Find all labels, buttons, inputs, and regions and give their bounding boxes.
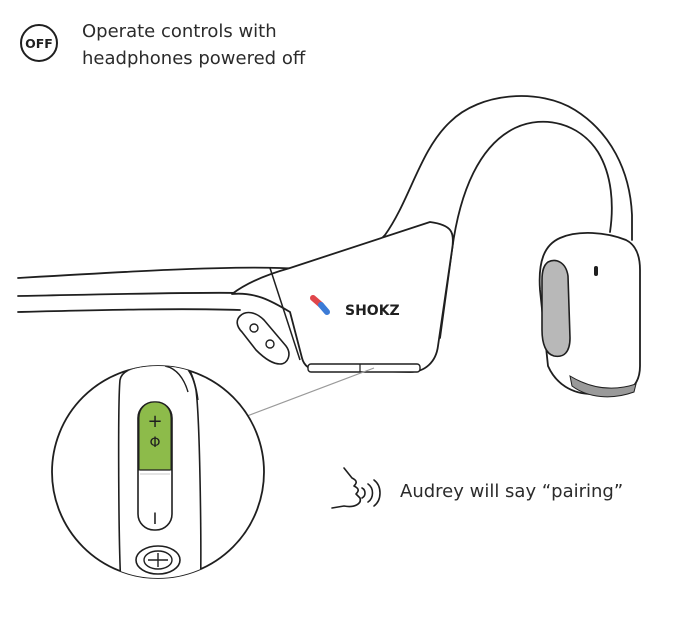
power-off-icon: OFF xyxy=(20,24,58,62)
zoom-magnifier xyxy=(51,365,265,579)
volume-up-symbol: + xyxy=(147,411,162,432)
instruction-line-1: Operate controls with xyxy=(82,21,277,42)
voice-prompt-icon xyxy=(331,467,381,509)
headphone-body xyxy=(231,221,454,373)
body-seam xyxy=(269,267,301,361)
side-rocker-buttons xyxy=(236,311,290,365)
right-earpiece xyxy=(538,232,641,398)
instruction-text: Operate controls with headphones powered… xyxy=(82,18,402,72)
brand-name: SHOKZ xyxy=(345,303,400,319)
instruction-line-2: headphones powered off xyxy=(82,48,306,69)
headphone-band xyxy=(17,95,633,339)
power-off-badge-label: OFF xyxy=(25,35,53,51)
power-symbol: Φ xyxy=(149,435,160,451)
volume-down-symbol: I xyxy=(153,509,158,528)
brand-logo xyxy=(310,295,330,315)
voice-prompt-text: Audrey will say “pairing” xyxy=(400,481,624,502)
bottom-button-strip xyxy=(307,363,421,373)
